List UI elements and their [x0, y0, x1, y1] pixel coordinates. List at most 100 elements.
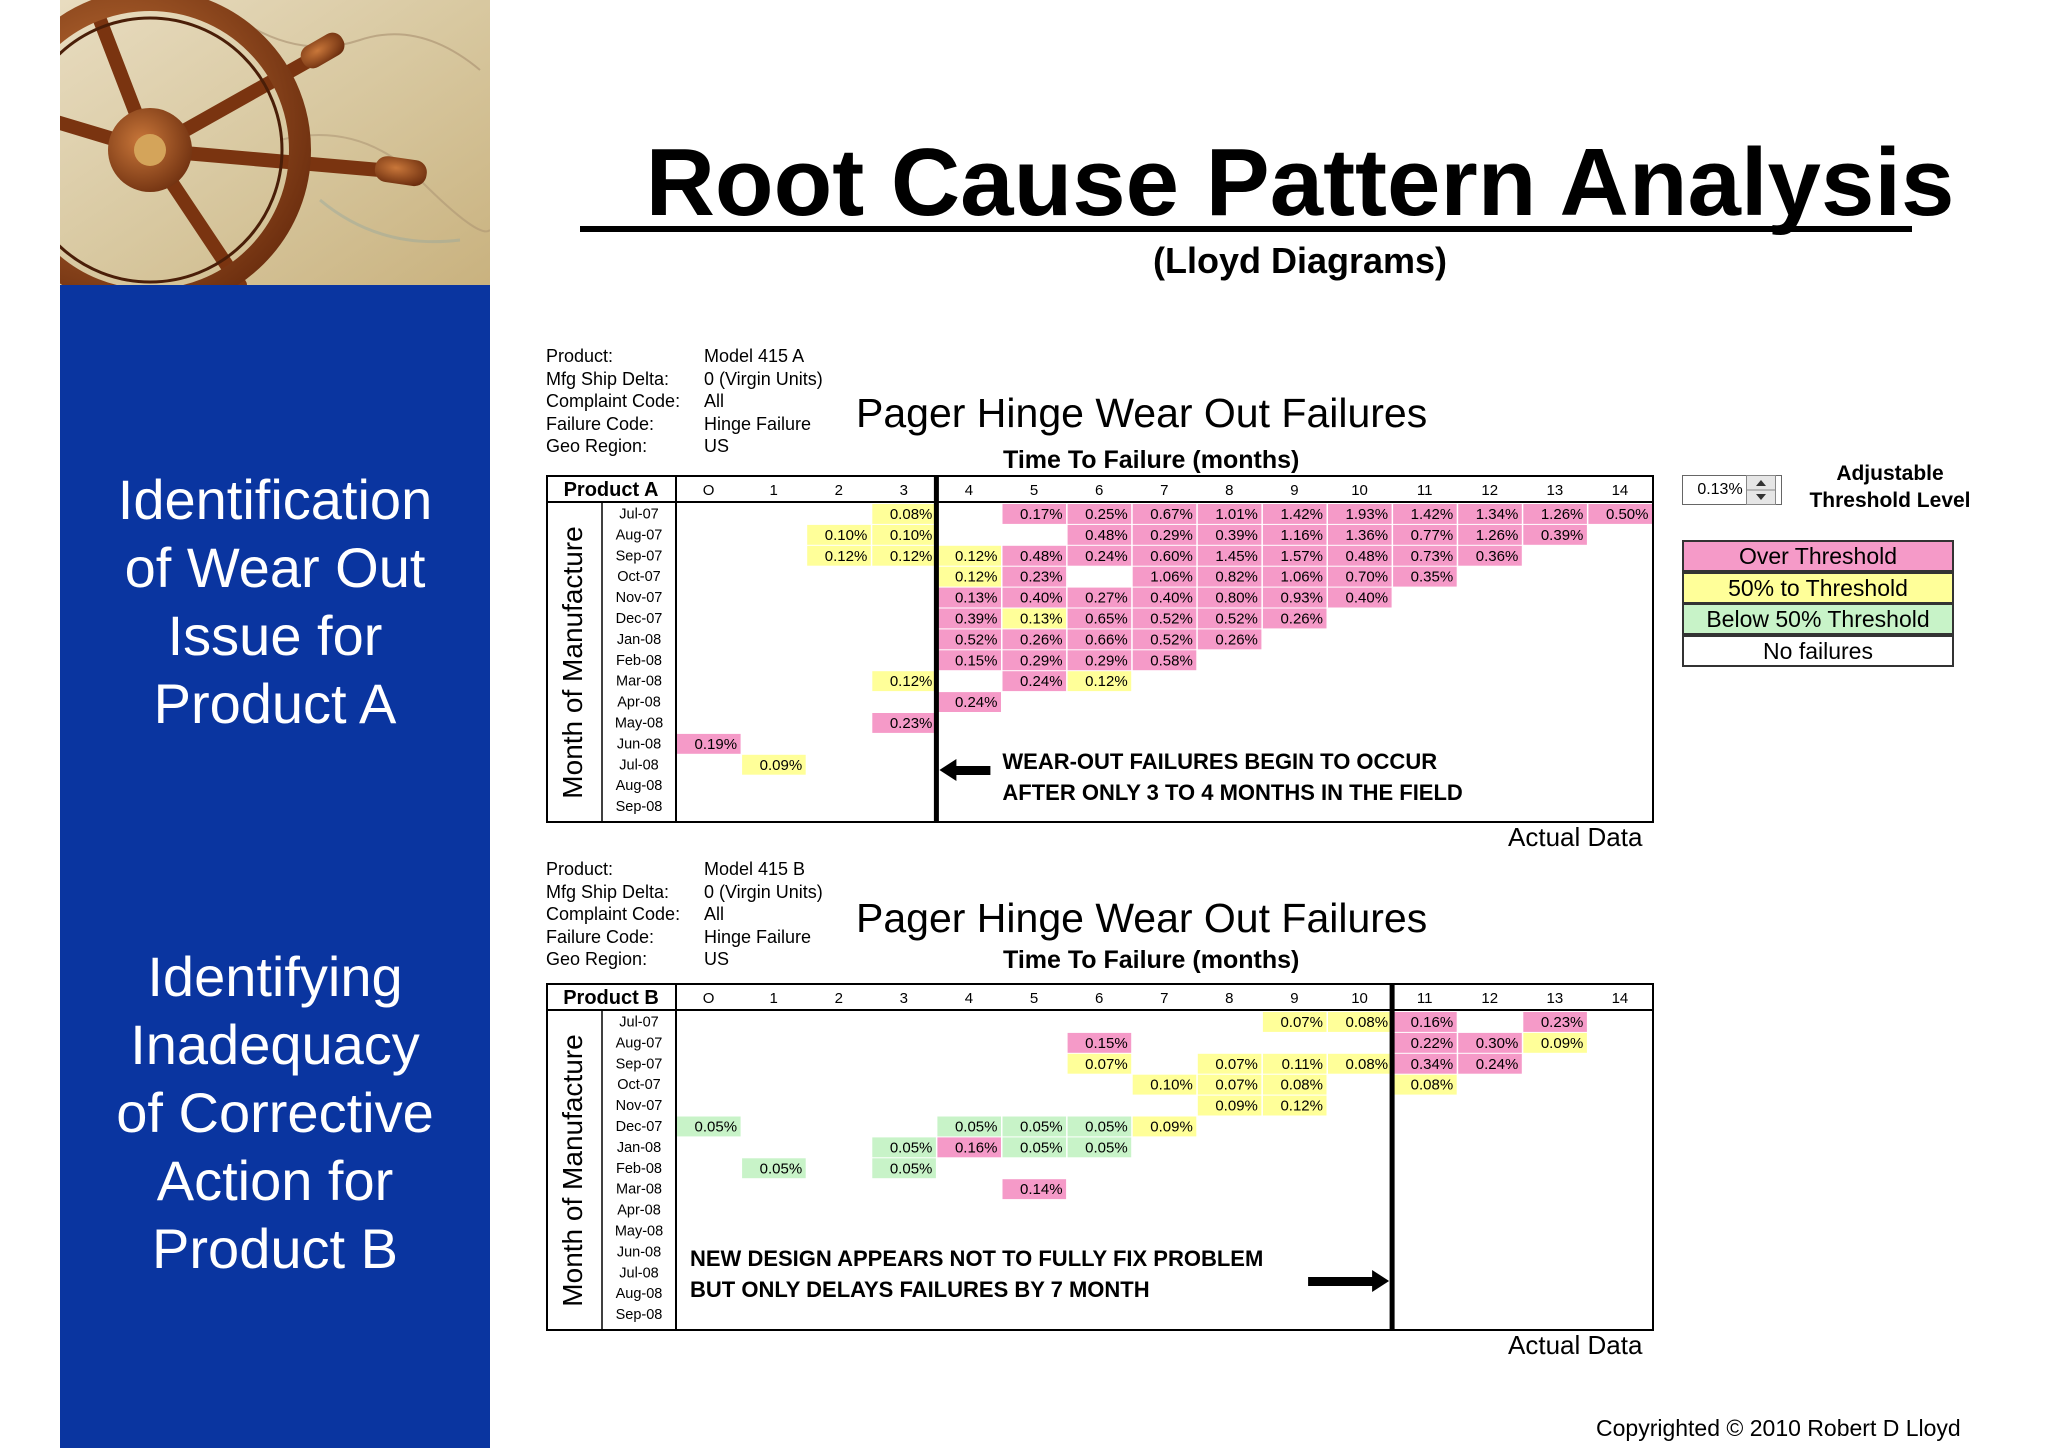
data-cell-value: 0.12%: [955, 548, 998, 565]
data-cell-value: 0.82%: [1215, 569, 1258, 586]
data-cell-value: 0.30%: [1476, 1035, 1519, 1052]
data-cell-value: 0.93%: [1280, 590, 1323, 607]
column-header: 11: [1417, 482, 1433, 499]
data-cell-value: 1.16%: [1280, 527, 1323, 544]
data-cell-bg: [1393, 504, 1457, 524]
data-cell-bg: [1523, 1032, 1587, 1053]
column-header: 3: [900, 990, 908, 1007]
month-label: Nov-07: [616, 590, 663, 606]
data-cell-value: 0.05%: [890, 1139, 933, 1156]
data-cell-bg: [1067, 504, 1132, 524]
data-cell-value: 0.15%: [955, 652, 998, 669]
annotation-line: NEW DESIGN APPEARS NOT TO FULLY FIX PROB…: [690, 1246, 1263, 1271]
data-cell-bg: [1067, 650, 1132, 671]
data-cell-bg: [937, 1137, 1001, 1158]
meta-value: 0 (Virgin Units): [704, 368, 823, 389]
product-label: Product B: [563, 987, 659, 1009]
data-cell-bg: [1458, 1053, 1522, 1074]
data-cell-value: 1.36%: [1346, 527, 1389, 544]
data-cell-bg: [1262, 504, 1327, 524]
data-cell-bg: [1067, 1032, 1132, 1053]
meta-value: All: [704, 391, 725, 412]
data-cell-bg: [1067, 671, 1132, 692]
meta-key: Failure Code:: [546, 413, 655, 434]
data-cell-value: 0.08%: [890, 506, 933, 523]
data-cell-value: 0.29%: [1150, 527, 1193, 544]
data-cell-value: 1.93%: [1346, 506, 1389, 523]
panel-a-actual-data-label: Actual Data: [1508, 822, 1643, 852]
data-cell-value: 0.12%: [825, 548, 868, 565]
data-cell-value: 0.07%: [1215, 1077, 1258, 1094]
data-cell-value: 0.52%: [955, 631, 998, 648]
data-cell-value: 0.24%: [1085, 548, 1128, 565]
data-cell-bg: [742, 1158, 806, 1179]
data-cell-value: 0.26%: [1280, 611, 1323, 628]
panel-a-x-axis-label: Time To Failure (months): [1003, 446, 1300, 474]
data-cell-bg: [677, 1116, 741, 1137]
data-cell-value: 0.12%: [890, 548, 933, 565]
data-cell-bg: [1002, 545, 1067, 566]
data-cell-value: 0.12%: [955, 569, 998, 586]
month-label: Jul-07: [619, 1015, 659, 1031]
product-label: Product A: [564, 479, 659, 501]
title-underline: [580, 226, 1912, 232]
data-cell-value: 0.23%: [1541, 1014, 1584, 1031]
data-cell-bg: [1393, 1053, 1457, 1074]
data-cell-value: 1.57%: [1280, 548, 1323, 565]
data-cell-value: 1.42%: [1411, 506, 1454, 523]
meta-key: Complaint Code:: [546, 904, 681, 925]
sidebar-caption-line: Issue for: [167, 604, 383, 667]
data-cell-bg: [1132, 587, 1197, 608]
data-cell-value: 0.50%: [1606, 506, 1649, 523]
legend-no-failures: No failures: [1682, 635, 1954, 667]
data-cell-bg: [1262, 608, 1327, 629]
column-header: 5: [1030, 990, 1038, 1007]
data-cell-value: 0.23%: [1020, 569, 1063, 586]
panel-b-chart-title: Pager Hinge Wear Out Failures: [856, 895, 1428, 941]
data-cell-value: 1.06%: [1280, 569, 1323, 586]
sidebar-caption-line: Identifying: [147, 945, 403, 1008]
data-cell-bg: [1067, 1137, 1132, 1158]
column-header: 5: [1030, 482, 1038, 499]
data-cell-bg: [1393, 524, 1457, 545]
data-cell-bg: [1132, 566, 1197, 587]
data-cell-value: 0.05%: [1020, 1139, 1063, 1156]
month-label: Jul-08: [619, 757, 659, 773]
data-cell-value: 0.77%: [1411, 527, 1454, 544]
y-axis-label: Month of Manufacture: [557, 1034, 588, 1306]
data-cell-bg: [1132, 524, 1197, 545]
ship-wheel-photo: [60, 0, 490, 285]
sidebar-caption-line: Identification: [117, 468, 433, 531]
data-cell-value: 0.14%: [1020, 1181, 1063, 1198]
data-cell-value: 0.12%: [1085, 673, 1128, 690]
data-cell-bg: [1132, 608, 1197, 629]
data-cell-value: 1.34%: [1476, 506, 1519, 523]
data-cell-bg: [1523, 1012, 1587, 1032]
data-cell-value: 0.10%: [890, 527, 933, 544]
meta-value: Model 415 B: [704, 859, 806, 879]
data-cell-bg: [1588, 504, 1652, 524]
data-cell-value: 1.06%: [1150, 569, 1193, 586]
data-cell-bg: [1067, 629, 1132, 650]
meta-value: 0 (Virgin Units): [704, 881, 823, 902]
month-label: Aug-07: [616, 1035, 663, 1051]
data-cell-bg: [872, 671, 936, 692]
threshold-spinner[interactable]: [1746, 475, 1776, 505]
data-cell-value: 0.65%: [1085, 611, 1128, 628]
data-cell-value: 0.10%: [825, 527, 868, 544]
data-cell-value: 0.39%: [955, 611, 998, 628]
data-cell-bg: [1393, 545, 1457, 566]
data-cell-bg: [1067, 587, 1132, 608]
data-cell-bg: [677, 733, 741, 754]
data-cell-value: 0.07%: [1215, 1056, 1258, 1073]
data-cell-bg: [1002, 587, 1067, 608]
data-cell-bg: [1262, 1074, 1327, 1095]
meta-key: Geo Region:: [546, 436, 648, 457]
month-label: Aug-08: [616, 1286, 663, 1302]
slide-subtitle: (Lloyd Diagrams): [1152, 240, 1448, 281]
meta-value: US: [704, 436, 730, 457]
data-cell-value: 0.58%: [1150, 652, 1193, 669]
data-cell-bg: [937, 566, 1001, 587]
month-label: Mar-08: [616, 1182, 662, 1198]
